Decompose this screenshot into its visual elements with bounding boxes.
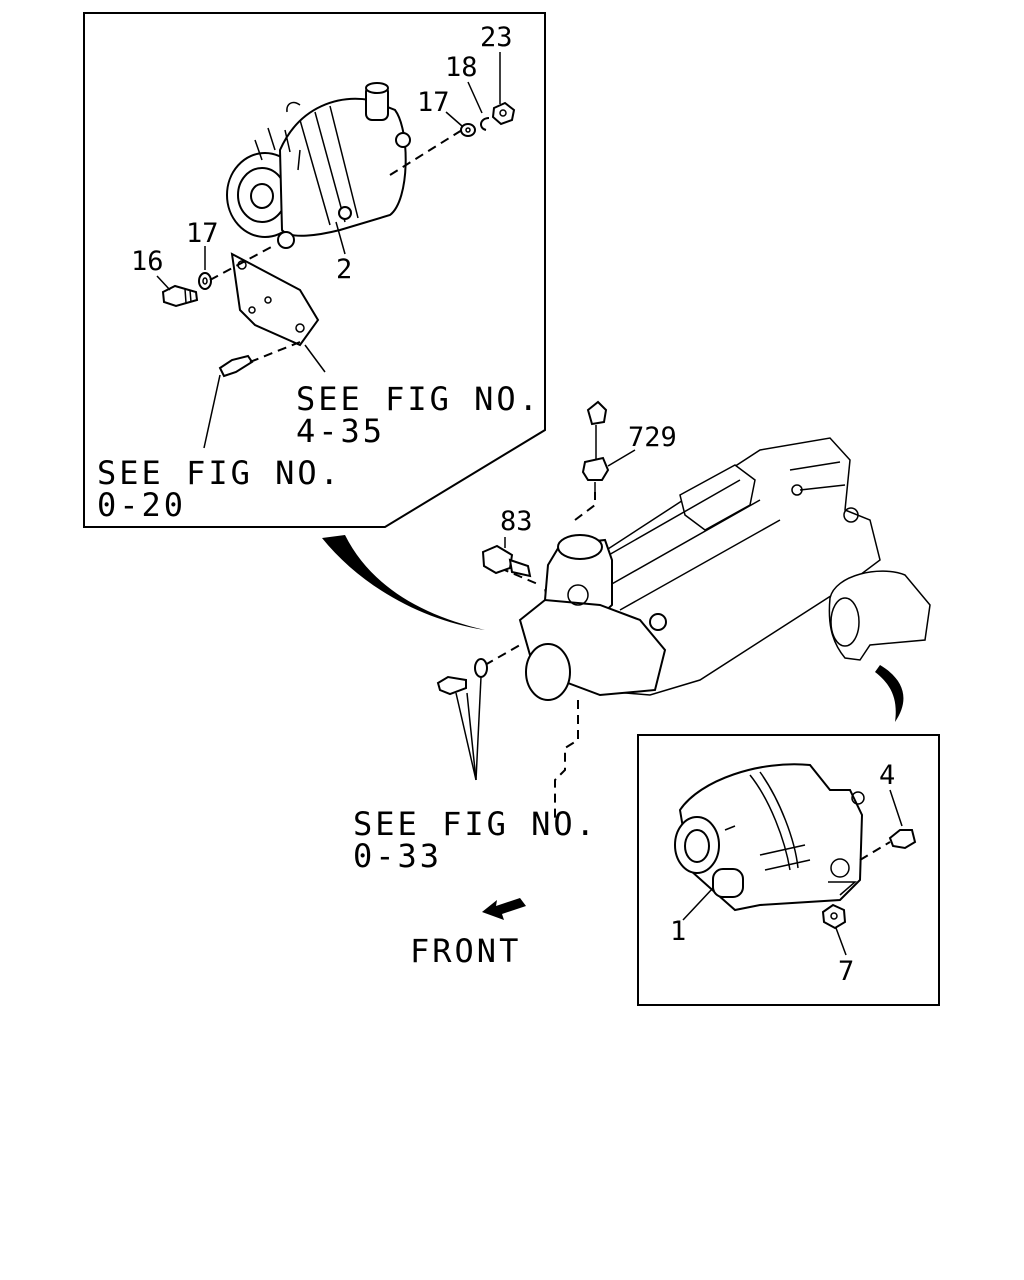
bolt-see-0-33 [436,658,488,696]
callout-83: 83 [500,506,533,537]
callout-17-left: 17 [186,218,219,249]
callout-23: 23 [480,22,513,53]
nut-part-23[interactable] [491,101,516,126]
see-fig-0-33-line1[interactable]: SEE FIG NO. [353,805,598,843]
nut-part-7[interactable] [821,903,847,930]
callout-16: 16 [131,246,164,277]
callout-18: 18 [445,52,478,83]
lock-washer-part-18[interactable] [480,117,490,131]
callout-17-top: 17 [417,87,450,118]
starter-silhouette [828,570,931,661]
starter-part-1[interactable] [674,763,865,912]
detail-swoosh-right [875,665,904,722]
sensor-part-83[interactable] [481,544,532,578]
front-label: FRONT [410,932,521,970]
alternator-part-2[interactable] [226,82,411,249]
alternator-bracket [230,252,320,347]
see-fig-0-20-line1[interactable]: SEE FIG NO. [97,454,342,492]
callout-1: 1 [670,916,686,947]
see-fig-0-20-line2[interactable]: 0-20 [97,486,186,524]
starter-detail-box [637,734,940,1006]
bolt-part-4[interactable] [888,829,917,850]
callout-7: 7 [838,956,854,987]
callout-2: 2 [336,254,352,285]
callout-4: 4 [879,760,895,791]
sender-part-729[interactable] [581,400,610,492]
callout-729: 729 [628,422,677,453]
see-fig-0-33-line2[interactable]: 0-33 [353,837,442,875]
washer-part-17-left[interactable] [198,272,212,290]
detail-swoosh-left [322,535,485,630]
bolt-part-16[interactable] [161,284,199,308]
alternator-detail-box [83,12,546,528]
engine-block [484,437,881,820]
front-arrow-icon [482,898,526,920]
see-fig-4-35-line2[interactable]: 4-35 [296,412,385,450]
see-fig-4-35-line1[interactable]: SEE FIG NO. [296,380,541,418]
washer-part-17-top[interactable] [460,123,476,137]
bolt-see-0-20 [218,354,254,378]
